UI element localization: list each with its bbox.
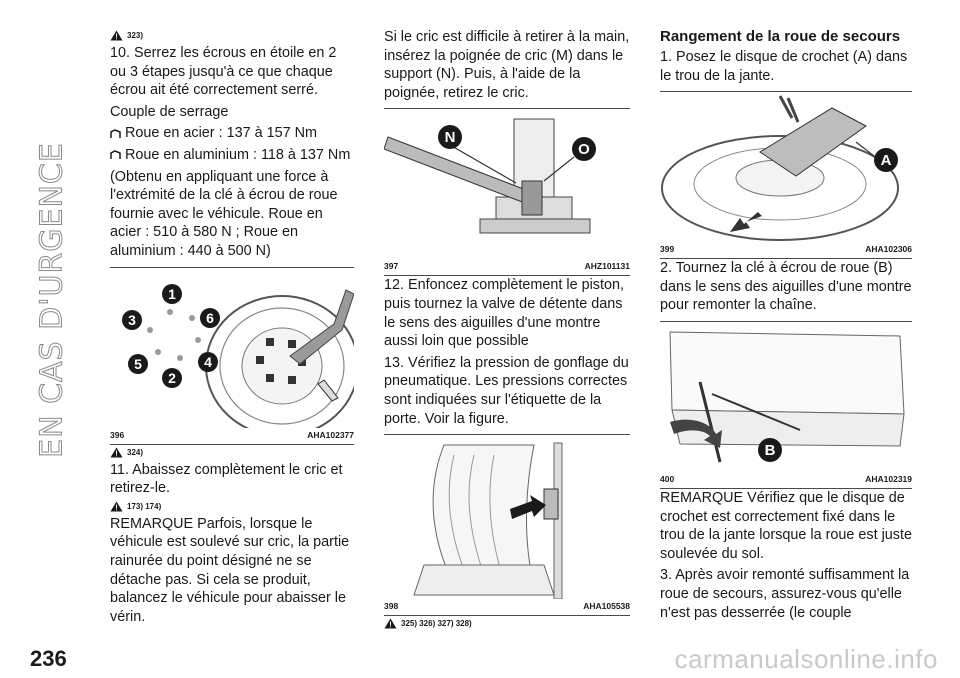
label-o: O bbox=[578, 141, 590, 158]
figure-398: 398 AHA105538 bbox=[384, 434, 630, 617]
figure-number: 400 bbox=[660, 473, 675, 484]
storage-step-1: 1. Posez le disque de crochet (A) dans l… bbox=[660, 49, 908, 84]
section-side-title: EN CAS D'URGENCE bbox=[34, 142, 70, 459]
step-10: 10. Serrez les écrous en étoile en 2 ou … bbox=[110, 45, 337, 99]
wheel-bullet-icon bbox=[110, 150, 121, 160]
step-11: 11. Abaissez complètement le cric et ret… bbox=[110, 461, 343, 497]
rear-bumper-wrench-illustration: B bbox=[669, 331, 905, 463]
page-number: 236 bbox=[30, 646, 67, 671]
warning-triangle-icon bbox=[110, 447, 123, 458]
warning-triangle-icon bbox=[110, 501, 123, 512]
figure-code: AHA102377 bbox=[307, 429, 354, 440]
remark-jack: REMARQUE Parfois, lorsque le véhicule es… bbox=[110, 515, 350, 625]
column-3: Rangement de la roue de secours 1. Posez… bbox=[660, 28, 912, 625]
label-n: N bbox=[445, 129, 456, 146]
svg-text:2: 2 bbox=[168, 370, 176, 386]
step-13: 13. Vérifiez la pression de gonflage du … bbox=[384, 354, 629, 427]
torque-note: (Obtenu en appliquant une force à l'extr… bbox=[110, 168, 338, 259]
figure-code: AHA102319 bbox=[865, 473, 912, 484]
svg-text:1: 1 bbox=[168, 286, 176, 302]
svg-text:4: 4 bbox=[204, 354, 212, 370]
figure-396: 1 2 3 4 5 6 396 AHA102377 bbox=[110, 266, 354, 445]
figure-code: AHA105538 bbox=[583, 601, 630, 612]
figure-caption: 399 AHA102306 bbox=[660, 242, 912, 258]
warning-ref-323: 323) bbox=[110, 30, 354, 41]
storage-step-2: 2. Tournez la clé à écrou de roue (B) da… bbox=[660, 260, 912, 314]
figure-caption: 397 AHZ101131 bbox=[384, 259, 630, 275]
figure-400: B 400 AHA102319 bbox=[660, 320, 912, 489]
step-12: 12. Enfoncez complètement le piston, pui… bbox=[384, 277, 624, 350]
section-heading: Rangement de la roue de secours bbox=[660, 28, 901, 45]
figure-number: 399 bbox=[660, 244, 675, 255]
torque-item: Roue en aluminium : 118 à 137 Nm bbox=[110, 146, 354, 165]
hook-disc-illustration: A bbox=[661, 95, 899, 242]
figure-caption: 398 AHA105538 bbox=[384, 599, 630, 615]
wheel-nut-order-illustration: 1 2 3 4 5 6 bbox=[122, 283, 354, 428]
column-1: 323) 10. Serrez les écrous en étoile en … bbox=[110, 28, 354, 629]
figure-number: 397 bbox=[384, 261, 399, 272]
nut-order-labels: 1 2 3 4 5 6 bbox=[122, 283, 220, 388]
torque-label: Couple de serrage bbox=[110, 103, 229, 120]
figure-397: N O 397 AHZ101131 bbox=[384, 108, 630, 277]
svg-text:6: 6 bbox=[206, 310, 214, 326]
figure-number: 398 bbox=[384, 601, 399, 612]
figure-caption: 400 AHA102319 bbox=[660, 472, 912, 488]
column-2: Si le cric est difficile à retirer à la … bbox=[384, 28, 630, 632]
svg-text:3: 3 bbox=[128, 312, 136, 328]
warning-ref-324: 324) bbox=[110, 447, 354, 458]
figure-number: 396 bbox=[110, 429, 125, 440]
watermark: carmanualsonline.info bbox=[674, 644, 938, 674]
label-a: A bbox=[881, 152, 892, 169]
figure-caption: 396 AHA102377 bbox=[110, 428, 354, 444]
jack-removal-intro: Si le cric est difficile à retirer à la … bbox=[384, 29, 630, 101]
warning-triangle-icon bbox=[110, 30, 123, 41]
svg-text:5: 5 bbox=[134, 356, 142, 372]
storage-step-3: 3. Après avoir remonté suffisamment la r… bbox=[660, 567, 910, 621]
remark-hook-disc: REMARQUE Vérifiez que le disque de croch… bbox=[660, 489, 912, 562]
figure-code: AHA102306 bbox=[865, 244, 912, 255]
door-seat-label-illustration bbox=[413, 442, 563, 600]
wheel-bullet-icon bbox=[110, 128, 121, 138]
figure-399: A 399 AHA102306 bbox=[660, 91, 912, 260]
warning-ref-173-174: 173) 174) bbox=[110, 501, 354, 512]
warning-triangle-icon bbox=[384, 618, 397, 629]
warning-ref-325-328: 325) 326) 327) 328) bbox=[384, 618, 630, 629]
jack-handle-illustration: N O bbox=[384, 118, 596, 234]
label-b: B bbox=[765, 442, 776, 459]
figure-code: AHZ101131 bbox=[584, 261, 630, 272]
torque-item: Roue en acier : 137 à 157 Nm bbox=[110, 124, 354, 143]
